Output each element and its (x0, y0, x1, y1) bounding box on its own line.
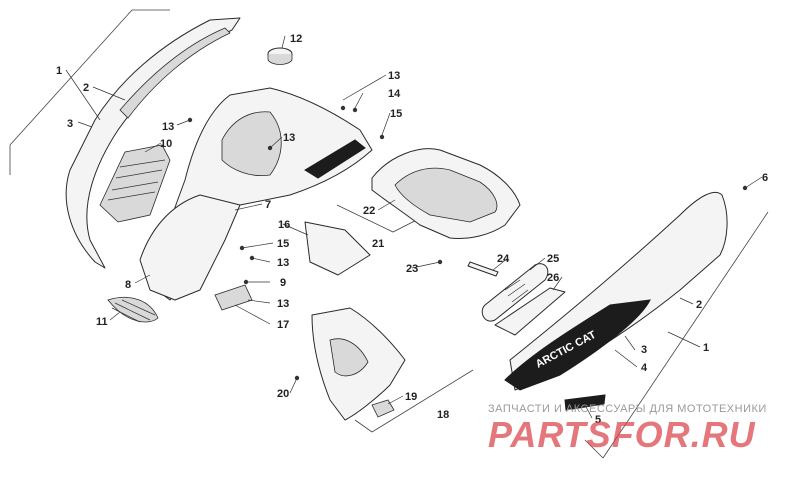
fasteners (187, 105, 748, 381)
lower-nose (139, 194, 241, 301)
callout-25: 25 (547, 253, 559, 265)
fuel-cap-body (267, 54, 293, 65)
callout-2: 2 (696, 299, 702, 311)
hood-inner-opening (221, 111, 282, 177)
callout-15: 15 (390, 108, 402, 120)
clear-panel (304, 221, 371, 276)
callout-10: 10 (160, 138, 172, 150)
callout-2: 2 (83, 82, 89, 94)
console-tray-inner (394, 167, 498, 223)
callout-12: 12 (290, 33, 302, 45)
callout-4: 4 (641, 362, 648, 374)
headlight-mesh (107, 296, 159, 323)
callout-14: 14 (388, 88, 401, 100)
callout-18: 18 (437, 409, 449, 421)
storage-cylinder (481, 263, 549, 322)
callout-13: 13 (162, 121, 174, 133)
fastener (340, 105, 346, 111)
fastener (379, 134, 385, 140)
callout-3: 3 (641, 344, 647, 356)
right-side-panel-graphic (504, 299, 651, 391)
left-side-panel (65, 17, 241, 269)
mount-bracket (214, 284, 253, 311)
support-rod (467, 261, 499, 277)
callout-16: 16 (278, 219, 290, 231)
callout-3: 3 (67, 118, 73, 130)
storage-cylinder-pattern (504, 279, 529, 303)
bracket-left-assembly (9, 9, 170, 175)
callout-6: 6 (762, 172, 768, 184)
callout-19: 19 (405, 391, 417, 403)
bracket-lower-panel (354, 369, 474, 433)
callout-23: 23 (406, 263, 418, 275)
fastener (352, 107, 358, 113)
callout-22: 22 (363, 205, 375, 217)
callout-7: 7 (265, 199, 271, 211)
callout-13: 13 (277, 298, 289, 310)
callout-26: 26 (547, 272, 559, 284)
callout-15: 15 (277, 238, 289, 250)
watermark-brand-logo[interactable]: PARTSFOR.RU (488, 414, 756, 455)
vent-grille-slats (107, 159, 166, 201)
callout-13: 13 (277, 257, 289, 269)
watermark-caption: ЗАПЧАСТИ И АКСЕССУАРЫ ДЛЯ МОТОТЕХНИКИ (488, 403, 767, 415)
callout-13: 13 (388, 70, 400, 82)
leader-lines (65, 35, 763, 419)
callout-labels: 1 2 3 10 12 13 13 13 14 15 7 16 15 13 9 … (56, 33, 768, 426)
lower-side-panel-opening (329, 338, 369, 377)
callout-11: 11 (96, 316, 108, 328)
callout-1: 1 (703, 342, 709, 354)
callout-21: 21 (372, 238, 384, 250)
vent-grille (99, 144, 171, 223)
cylinder-cradle (494, 287, 566, 336)
bracket-right-assembly (584, 211, 769, 459)
badge-plate (564, 394, 606, 411)
callout-9: 9 (280, 277, 286, 289)
callout-20: 20 (277, 388, 289, 400)
callout-5: 5 (595, 414, 601, 426)
callout-24: 24 (497, 253, 510, 265)
left-side-panel-edge (119, 27, 231, 119)
callout-13: 13 (283, 132, 295, 144)
panel-clip (371, 399, 395, 418)
hood-dark-vent (304, 139, 366, 179)
callout-8: 8 (125, 279, 131, 291)
callout-1: 1 (56, 65, 62, 77)
headlight-mesh-pattern (111, 299, 156, 323)
callout-17: 17 (277, 319, 289, 331)
